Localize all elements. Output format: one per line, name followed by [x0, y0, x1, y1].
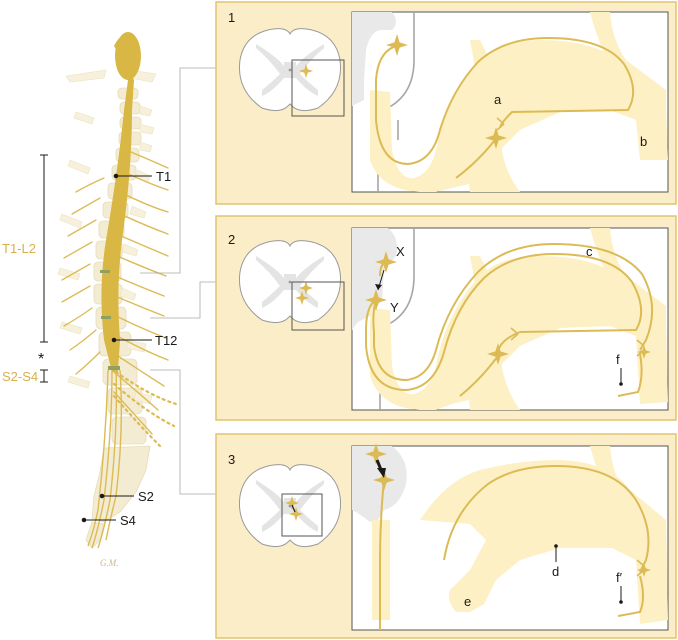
label-s2: S2: [138, 489, 154, 504]
spine-illustration: T1-L2 * S2-S4 T1 T12 S2 S4 G.M.: [2, 32, 216, 568]
spinal-cord: [101, 34, 139, 372]
label-t12: T12: [155, 333, 177, 348]
range-bracket-s2-s4: [40, 369, 48, 383]
panel-2: 2: [215, 215, 677, 421]
range-label-t1-l2: T1-L2: [2, 241, 36, 256]
panel-2-label-c: c: [586, 244, 593, 259]
panel-2-label-x: X: [396, 244, 405, 259]
panel-3-zoom-content: d e f′: [352, 443, 668, 630]
range-bracket-t1-l2: [40, 154, 48, 343]
panel-1-label-b: b: [640, 134, 647, 149]
label-s4: S4: [120, 513, 136, 528]
panel-2-zoom-content: X Y c f: [352, 228, 668, 410]
panel-1-label-a: a: [494, 92, 502, 107]
artist-signature: G.M.: [100, 558, 119, 568]
panel-connectors: [140, 67, 216, 495]
panel-3-label-e: e: [464, 594, 471, 609]
brainstem: [115, 32, 141, 80]
cord-cross-section-1: [238, 28, 345, 117]
panel-1-zoom-content: a b: [352, 12, 668, 192]
panel-1-number: 1: [228, 10, 235, 25]
panel-2-number: 2: [228, 232, 235, 247]
panel-3: 3 d: [215, 433, 677, 639]
panel-3-number: 3: [228, 452, 235, 467]
asterisk-mark: *: [38, 351, 44, 368]
panel-3-label-d: d: [552, 564, 559, 579]
cauda-equina: [87, 369, 123, 549]
panel-2-label-f: f: [616, 352, 620, 367]
cord-cross-section-3: [238, 464, 342, 548]
panel-2-label-y: Y: [390, 300, 399, 315]
panel-1: 1 a: [215, 1, 677, 205]
spinal-nerves-left: [61, 177, 105, 375]
range-label-s2-s4: S2-S4: [2, 369, 38, 384]
vertebra-callouts: [81, 173, 152, 523]
sacral-nerves-dotted: [112, 370, 178, 448]
panel-3-label-f-prime: f′: [616, 570, 623, 585]
label-t1: T1: [156, 169, 171, 184]
segment-markers: [100, 270, 120, 370]
cord-cross-section-2: [238, 240, 345, 331]
